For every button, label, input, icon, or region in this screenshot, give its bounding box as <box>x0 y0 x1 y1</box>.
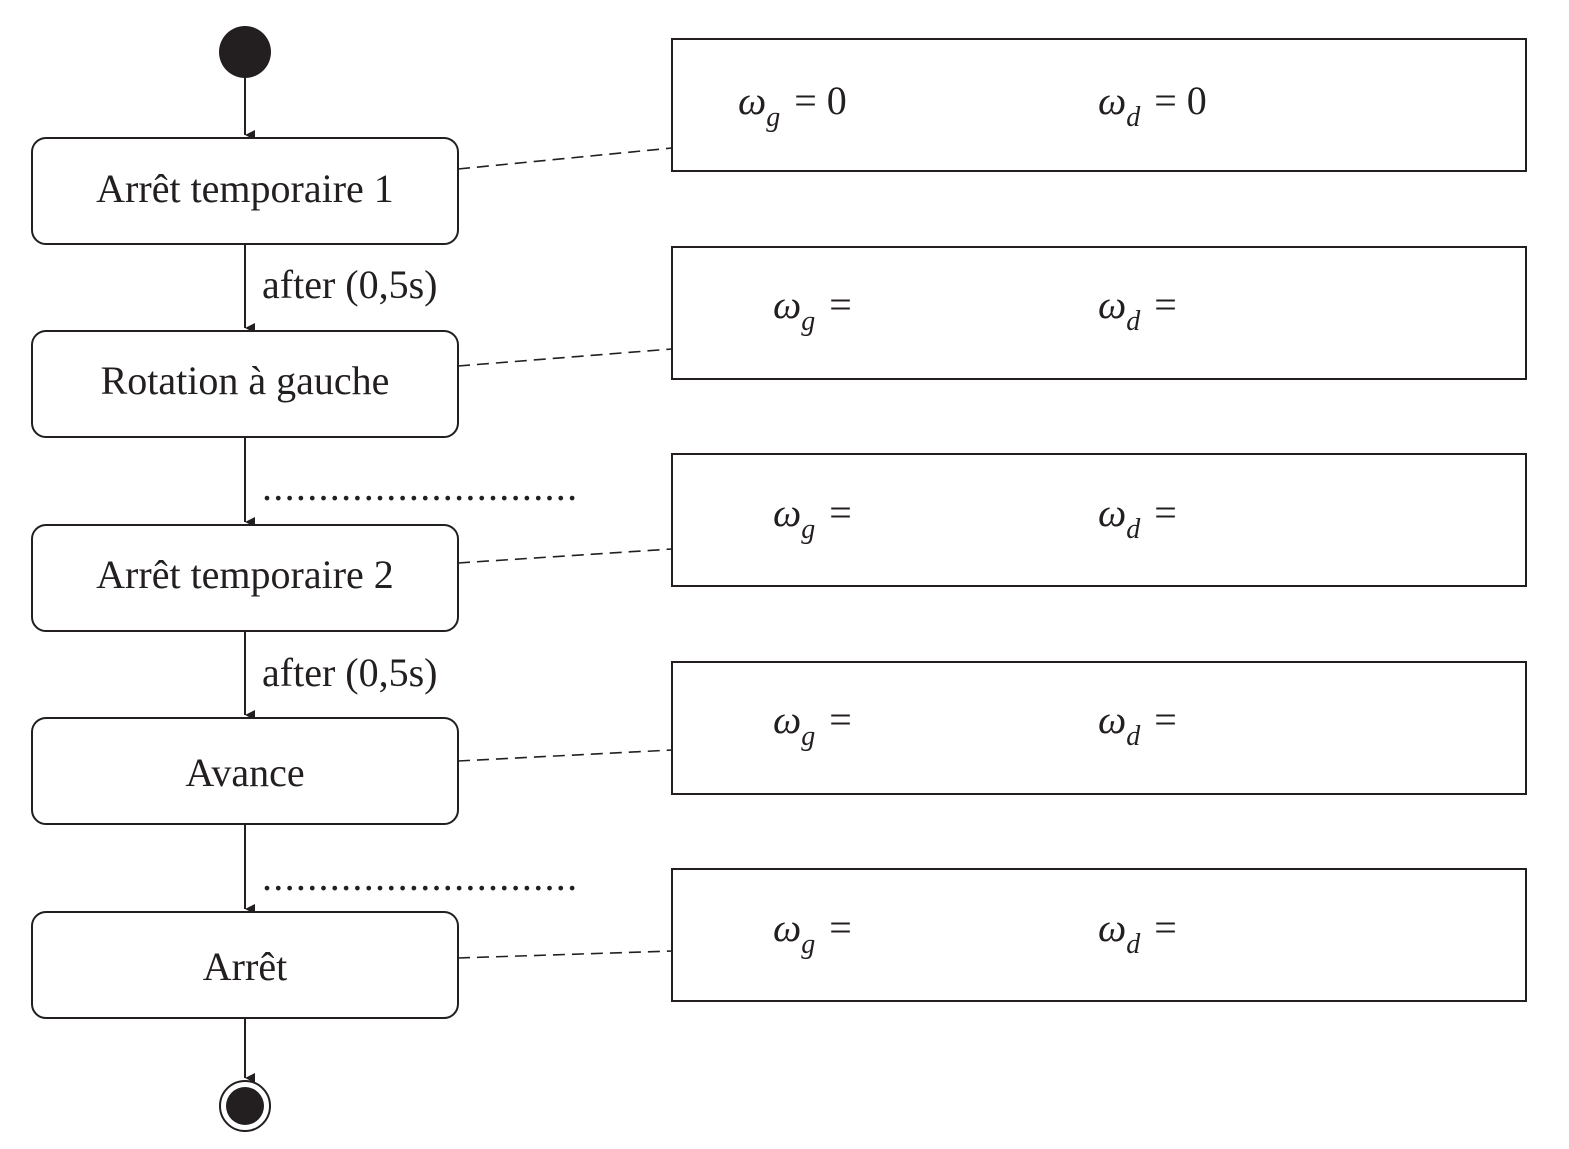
state-label: Avance <box>185 750 304 795</box>
final-state <box>219 1080 271 1132</box>
note-box-state-1: ωg= 0 ωd= 0 <box>671 38 1527 172</box>
state-label: Arrêt temporaire 1 <box>96 166 394 211</box>
transition-label: after (0,5s) <box>262 650 437 695</box>
omega-d-expression: ωd= 0 <box>1098 78 1207 133</box>
state-avance: Avance <box>31 717 459 825</box>
state-label: Arrêt temporaire 2 <box>96 552 394 597</box>
state-label: Rotation à gauche <box>101 358 390 403</box>
omega-d-expression: ωd= <box>1098 490 1177 545</box>
omega-g-expression: ωg= <box>773 905 852 960</box>
note-connector <box>457 749 673 762</box>
note-connector <box>457 548 673 564</box>
omega-g-expression: ωg= <box>773 490 852 545</box>
note-box-state-4: ωg= ωd= <box>671 661 1527 795</box>
omega-d-expression: ωd= <box>1098 905 1177 960</box>
transition-placeholder-dots: ............................ <box>262 464 578 509</box>
state-arret-temporaire-2: Arrêt temporaire 2 <box>31 524 459 632</box>
state-arret: Arrêt <box>31 911 459 1019</box>
omega-g-expression: ωg= <box>773 697 852 752</box>
transition-label: after (0,5s) <box>262 262 437 307</box>
omega-d-expression: ωd= <box>1098 282 1177 337</box>
transition-placeholder-dots: ............................ <box>262 854 578 899</box>
initial-state <box>219 26 271 78</box>
omega-g-expression: ωg= 0 <box>738 78 847 133</box>
state-arret-temporaire-1: Arrêt temporaire 1 <box>31 137 459 245</box>
note-box-state-5: ωg= ωd= <box>671 868 1527 1002</box>
omega-g-expression: ωg= <box>773 282 852 337</box>
note-connector <box>457 950 673 959</box>
state-label: Arrêt <box>203 944 287 989</box>
state-rotation-a-gauche: Rotation à gauche <box>31 330 459 438</box>
note-box-state-3: ωg= ωd= <box>671 453 1527 587</box>
note-box-state-2: ωg= ωd= <box>671 246 1527 380</box>
note-connector <box>457 147 673 170</box>
note-connector <box>457 348 673 367</box>
omega-d-expression: ωd= <box>1098 697 1177 752</box>
